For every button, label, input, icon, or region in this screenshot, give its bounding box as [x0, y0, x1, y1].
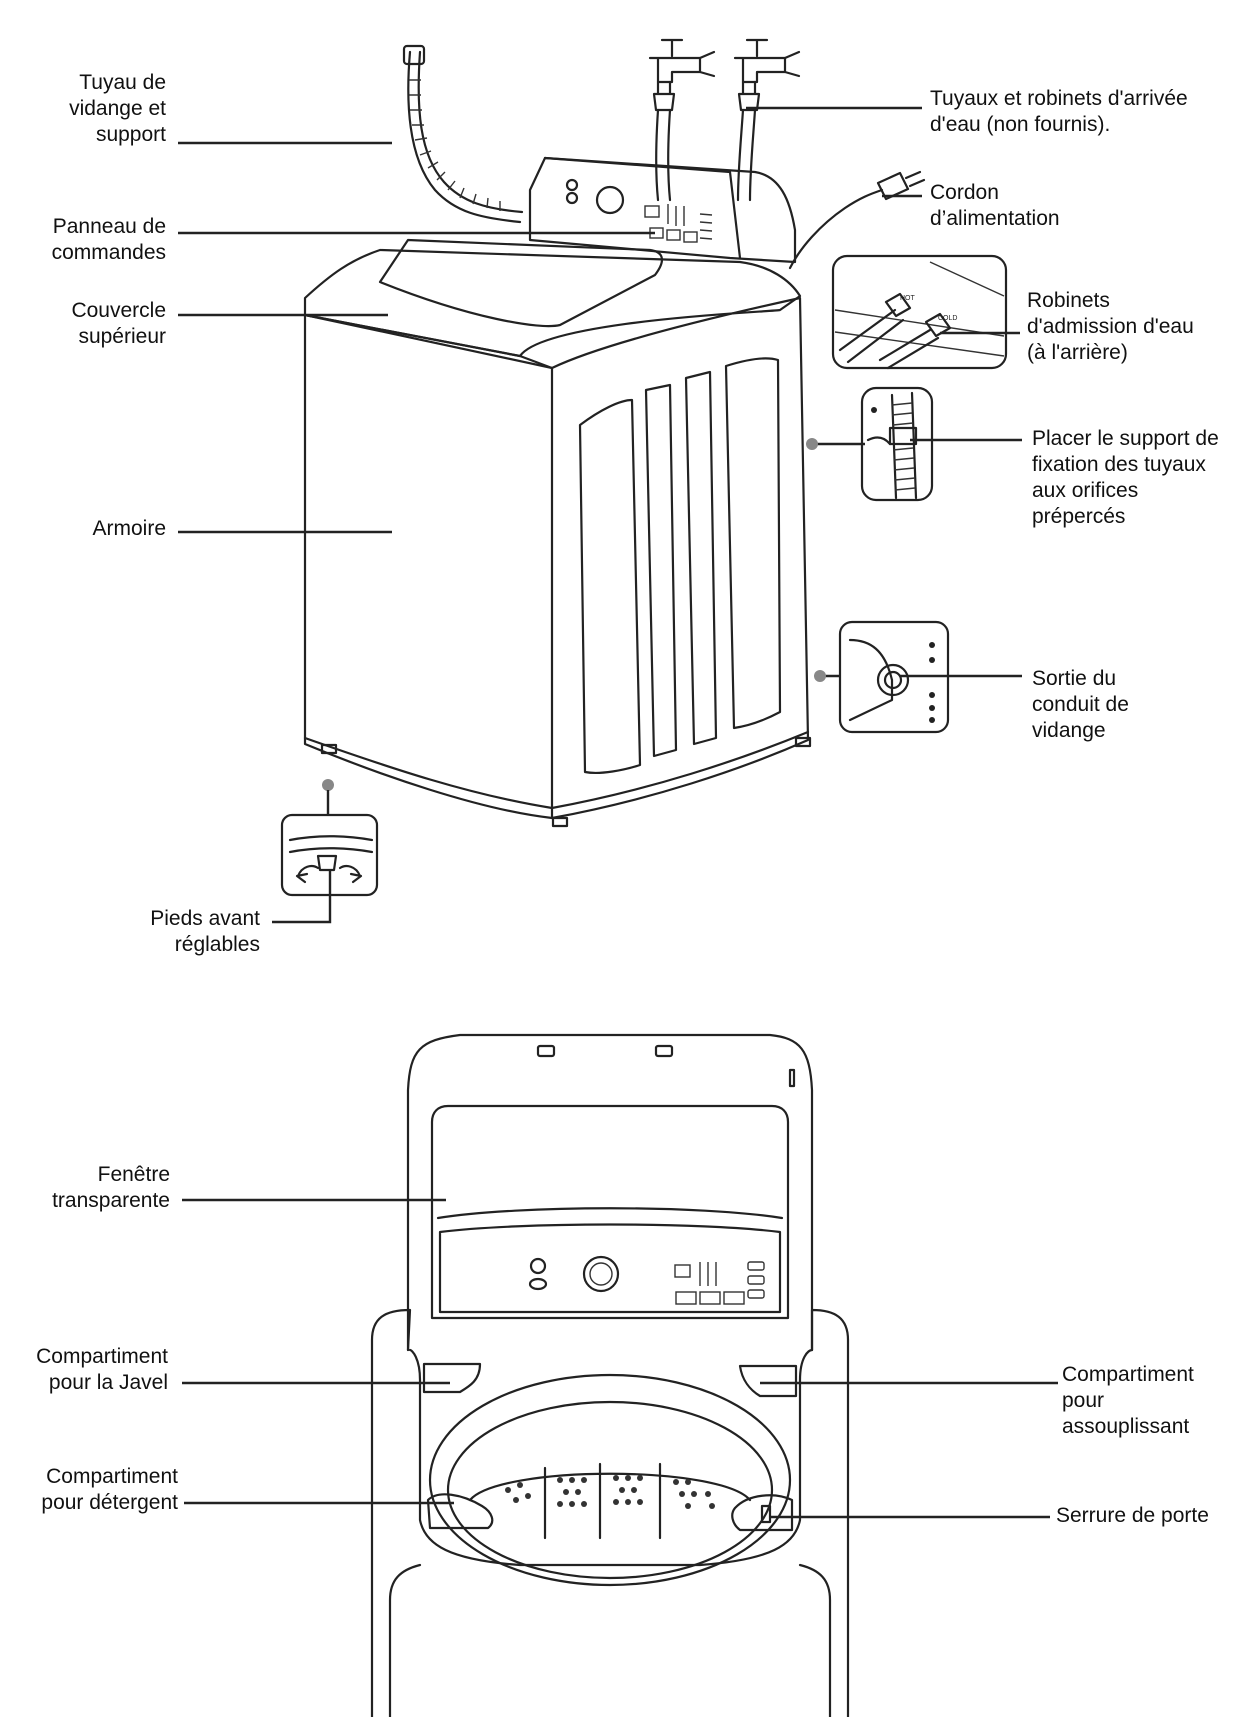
label-water-hoses: Tuyaux et robinets d'arrivée d'eau (non …: [930, 87, 1188, 136]
label-hose-bracket: Placer le support de fixation des tuyaux…: [1032, 427, 1219, 528]
bottom-washer-illustration: [182, 1033, 1058, 1717]
label-softener-compartment: Compartiment pour assouplissant: [1062, 1363, 1194, 1438]
label-drain-hose: Tuyau de vidange et support: [69, 71, 166, 146]
label-door-lock: Serrure de porte: [1056, 1504, 1209, 1527]
inset-water-inlets: HOT COLD: [831, 254, 1008, 370]
power-cord-shape: [788, 170, 926, 270]
top-leader-lines: [178, 106, 1022, 924]
inset-drain-outlet: [838, 620, 950, 734]
label-detergent-compartment: Compartiment pour détergent: [41, 1465, 178, 1514]
drain-hose-shape: [402, 44, 524, 224]
label-front-feet: Pieds avant réglables: [150, 907, 260, 956]
inset-hose-bracket: [860, 386, 934, 502]
label-drain-outlet: Sortie du conduit de vidange: [1032, 667, 1129, 742]
top-washer-illustration: HOT COLD: [178, 38, 1022, 924]
washer-body-shape: [303, 156, 812, 828]
label-cabinet: Armoire: [92, 517, 166, 540]
label-water-inlets: Robinets d'admission d'eau (à l'arrière): [1027, 289, 1194, 364]
cold-tag: COLD: [938, 315, 957, 322]
water-faucets-shape: [648, 38, 801, 202]
label-control-panel: Panneau de commandes: [51, 215, 166, 264]
label-power-cord: Cordon d’alimentation: [930, 181, 1060, 230]
label-top-lid: Couvercle supérieur: [71, 299, 166, 348]
label-transparent-window: Fenêtre transparente: [52, 1163, 170, 1212]
label-bleach-compartment: Compartiment pour la Javel: [36, 1345, 168, 1394]
hot-tag: HOT: [900, 295, 916, 302]
